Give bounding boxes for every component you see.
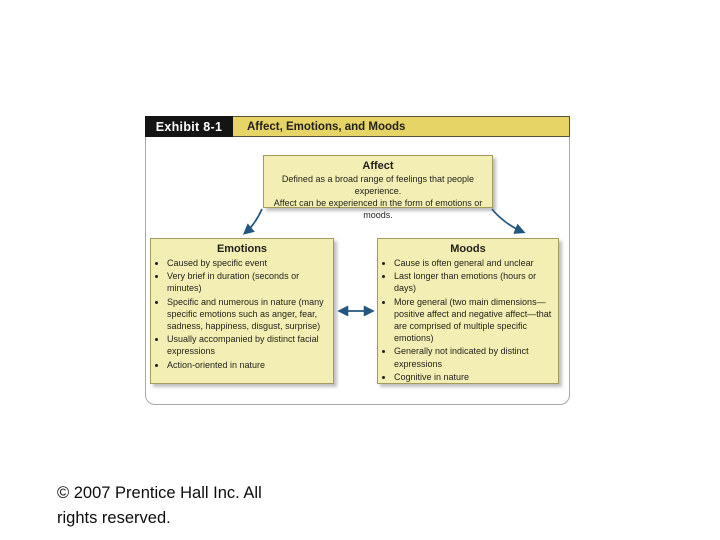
bullet-item: Usually accompanied by distinct facial e… [167, 333, 328, 357]
bullet-item: Specific and numerous in nature (many sp… [167, 296, 328, 333]
bullet-item: Cognitive in nature [394, 371, 553, 383]
bullet-item: More general (two main dimensions—positi… [394, 296, 553, 345]
bullet-item: Action-oriented in nature [167, 359, 328, 371]
affect-node: Affect Defined as a broad range of feeli… [263, 155, 493, 220]
copyright-line2: rights reserved. [57, 509, 171, 527]
moods-node-title: Moods [450, 243, 486, 255]
bullet-item: Last longer than emotions (hours or days… [394, 270, 553, 294]
emotions-node: Emotions Caused by specific eventVery br… [150, 238, 334, 384]
affect-node-title: Affect [362, 160, 394, 172]
moods-bullet-list: Cause is often general and unclearLast l… [378, 257, 558, 383]
affect-node-text-line1: Defined as a broad range of feelings tha… [281, 174, 475, 196]
copyright-text: © 2007 Prentice Hall Inc. All rights res… [57, 481, 337, 531]
exhibit-number-label: Exhibit 8-1 [145, 116, 233, 137]
bullet-item: Generally not indicated by distinct expr… [394, 345, 553, 369]
bullet-item: Cause is often general and unclear [394, 257, 553, 269]
emotions-bullet-list: Caused by specific eventVery brief in du… [151, 257, 333, 371]
bullet-item: Very brief in duration (seconds or minut… [167, 270, 328, 294]
affect-node-text-line2: Affect can be experienced in the form of… [273, 198, 483, 220]
bullet-item: Caused by specific event [167, 257, 328, 269]
exhibit-header: Exhibit 8-1 Affect, Emotions, and Moods [145, 116, 570, 137]
exhibit-title: Affect, Emotions, and Moods [233, 116, 570, 137]
moods-node: Moods Cause is often general and unclear… [377, 238, 559, 384]
copyright-line1: © 2007 Prentice Hall Inc. All [57, 484, 262, 502]
emotions-node-title: Emotions [216, 243, 268, 255]
